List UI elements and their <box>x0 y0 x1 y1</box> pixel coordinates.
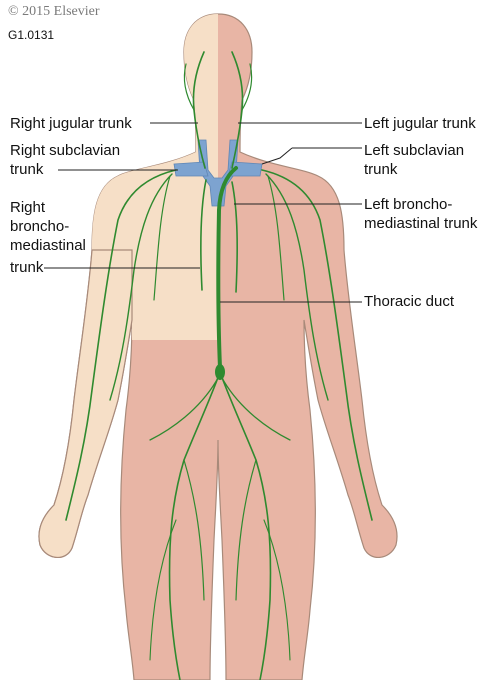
great-veins <box>173 139 263 207</box>
label-right-subclavian-trunk-line1: Right subclavian <box>10 142 121 159</box>
label-thoracic-duct: Thoracic duct <box>364 293 455 310</box>
label-left-bronchomediastinal-line1: Left broncho- <box>364 196 453 213</box>
label-right-jugular-trunk: Right jugular trunk <box>10 115 132 132</box>
cisterna-chyli <box>215 364 225 380</box>
label-left-bronchomediastinal-line2: mediastinal trunk <box>364 215 478 232</box>
label-left-subclavian-trunk-line2: trunk <box>364 161 398 178</box>
leader-lines <box>44 122 362 303</box>
lymphatic-vessels <box>65 51 373 680</box>
figure-id: G1.0131 <box>8 28 55 42</box>
copyright-notice: © 2015 Elsevier <box>8 4 100 19</box>
label-left-subclavian-trunk-line1: Left subclavian <box>364 142 465 159</box>
label-left-jugular-trunk: Left jugular trunk <box>364 115 476 132</box>
label-right-subclavian-trunk-line2: trunk <box>10 161 44 178</box>
label-right-bronchomediastinal-line2: broncho- <box>10 218 70 235</box>
label-right-bronchomediastinal-line4: trunk <box>10 259 44 276</box>
label-right-bronchomediastinal-line3: mediastinal <box>10 237 86 254</box>
right-arm-light <box>38 249 133 558</box>
label-right-bronchomediastinal-line1: Right <box>10 199 46 216</box>
